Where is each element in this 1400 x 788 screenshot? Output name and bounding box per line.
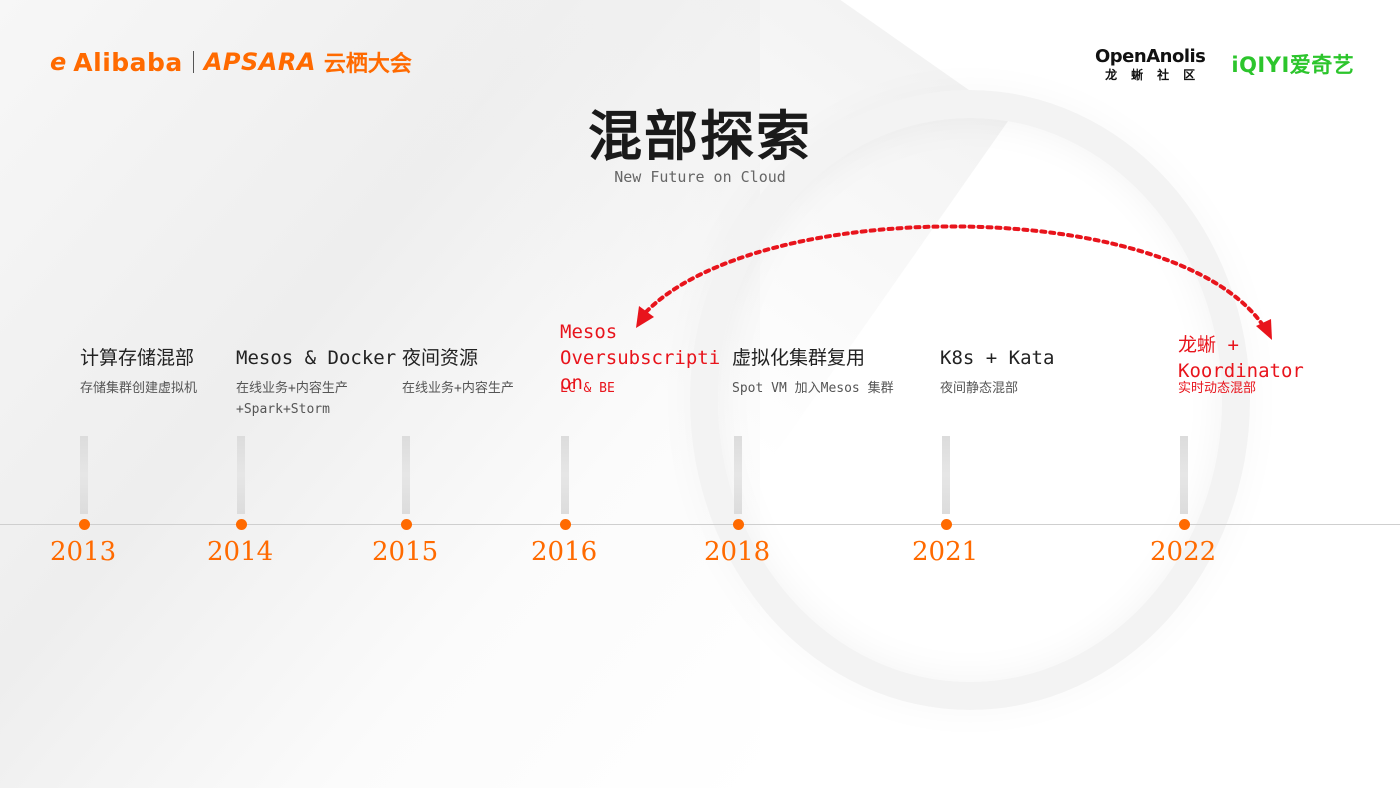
milestone-title: Mesos & Docker (236, 347, 397, 369)
milestone-title-line2: Koordinator (1178, 360, 1304, 382)
page-title: 混部探索 (588, 104, 812, 168)
milestone-title: 虚拟化集群复用 (732, 347, 866, 369)
timeline-dot (1179, 519, 1190, 530)
milestone-tick (80, 436, 88, 514)
milestone-title-line3: on (560, 372, 583, 394)
milestone-desc: 存储集群创建虚拟机 (80, 381, 198, 396)
timeline-dot (236, 519, 247, 530)
milestone-title-line2: Oversubscripti (560, 347, 721, 369)
partner-logos: OpenAnolis 龙蜥社区 iQIYI爱奇艺 (1095, 44, 1354, 84)
milestone-tick (402, 436, 410, 514)
year-label: 2016 (531, 537, 598, 567)
milestone-tick (237, 436, 245, 514)
year-label: 2022 (1150, 537, 1217, 567)
yunqi-wordmark: 云栖大会 (323, 52, 412, 77)
timeline-dot (560, 519, 571, 530)
logo-divider (192, 51, 194, 73)
year-label: 2021 (912, 537, 979, 567)
openanolis-name: OpenAnolis (1095, 45, 1206, 67)
timeline-dot (401, 519, 412, 530)
timeline-axis (0, 524, 1400, 525)
timeline-dot (733, 519, 744, 530)
milestone-desc: LC & BE (560, 381, 615, 396)
milestone-desc: 在线业务+内容生产 (236, 381, 348, 396)
year-label: 2015 (372, 537, 439, 567)
alibaba-wordmark: Alibaba (73, 47, 183, 77)
year-label: 2014 (207, 537, 274, 567)
milestone-title: K8s + Kata (940, 347, 1055, 369)
year-label: 2013 (50, 537, 117, 567)
milestone-tick (942, 436, 950, 514)
milestone-tick (734, 436, 742, 514)
dotted-arc (644, 224, 1264, 326)
timeline-dot (941, 519, 952, 530)
alibaba-mark-icon: e (50, 48, 66, 76)
openanolis-subtitle: 龙蜥社区 (1105, 67, 1210, 82)
milestone-tick (1180, 436, 1188, 514)
apsara-wordmark: APSARA (203, 48, 316, 76)
milestone-desc-line2: +Spark+Storm (236, 402, 330, 417)
openanolis-logo: OpenAnolis 龙蜥社区 (1095, 45, 1206, 81)
milestone-desc: 实时动态混部 (1178, 381, 1257, 396)
page-subtitle: New Future on Cloud (614, 168, 786, 186)
alibaba-apsara-logo: e Alibaba APSARA 云栖大会 (50, 46, 412, 78)
milestone-title: Mesos (560, 321, 618, 343)
milestone-title: 夜间资源 (402, 347, 479, 369)
iqiyi-logo: iQIYI爱奇艺 (1231, 53, 1355, 77)
year-label: 2018 (704, 537, 771, 567)
milestone-title: 计算存储混部 (80, 347, 195, 369)
arrowhead-right-icon (1256, 319, 1272, 340)
milestone-desc: Spot VM 加入Mesos 集群 (732, 381, 894, 396)
milestone-desc: 在线业务+内容生产 (402, 381, 514, 396)
milestone-desc: 夜间静态混部 (940, 381, 1019, 396)
milestone-tick (561, 436, 569, 514)
milestone-title: 龙蜥 + (1178, 334, 1239, 356)
arrowhead-left-icon (636, 306, 654, 328)
timeline-dot (79, 519, 90, 530)
